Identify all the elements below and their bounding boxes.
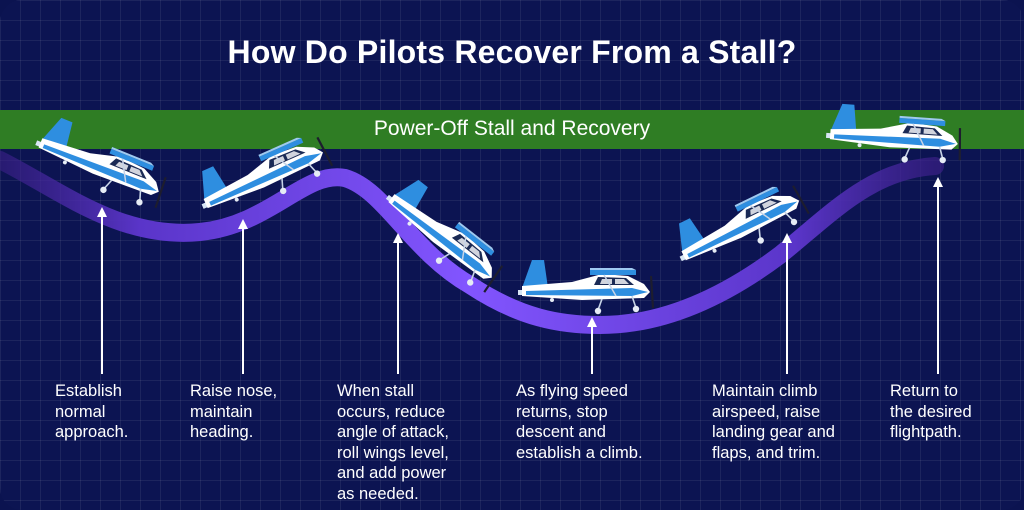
airplane-icon xyxy=(26,111,175,215)
airplane-icon xyxy=(823,101,965,168)
step-6-text: Return to the desired flightpath. xyxy=(890,382,972,441)
page-title: How Do Pilots Recover From a Stall? xyxy=(227,34,797,70)
step-1-text: Establish normal approach. xyxy=(55,382,129,441)
airplane-icon xyxy=(516,258,655,316)
step-5-text: Maintain climb airspeed, raise landing g… xyxy=(712,382,835,462)
step-3-text: When stall occurs, reduce angle of attac… xyxy=(337,382,449,503)
step-4-text: As flying speed returns, stop descent an… xyxy=(516,382,643,462)
flight-path xyxy=(0,151,944,335)
band-label: Power-Off Stall and Recovery xyxy=(373,117,651,140)
airplane-icon xyxy=(665,169,813,280)
step-2-text: Raise nose, maintain heading. xyxy=(190,382,278,441)
